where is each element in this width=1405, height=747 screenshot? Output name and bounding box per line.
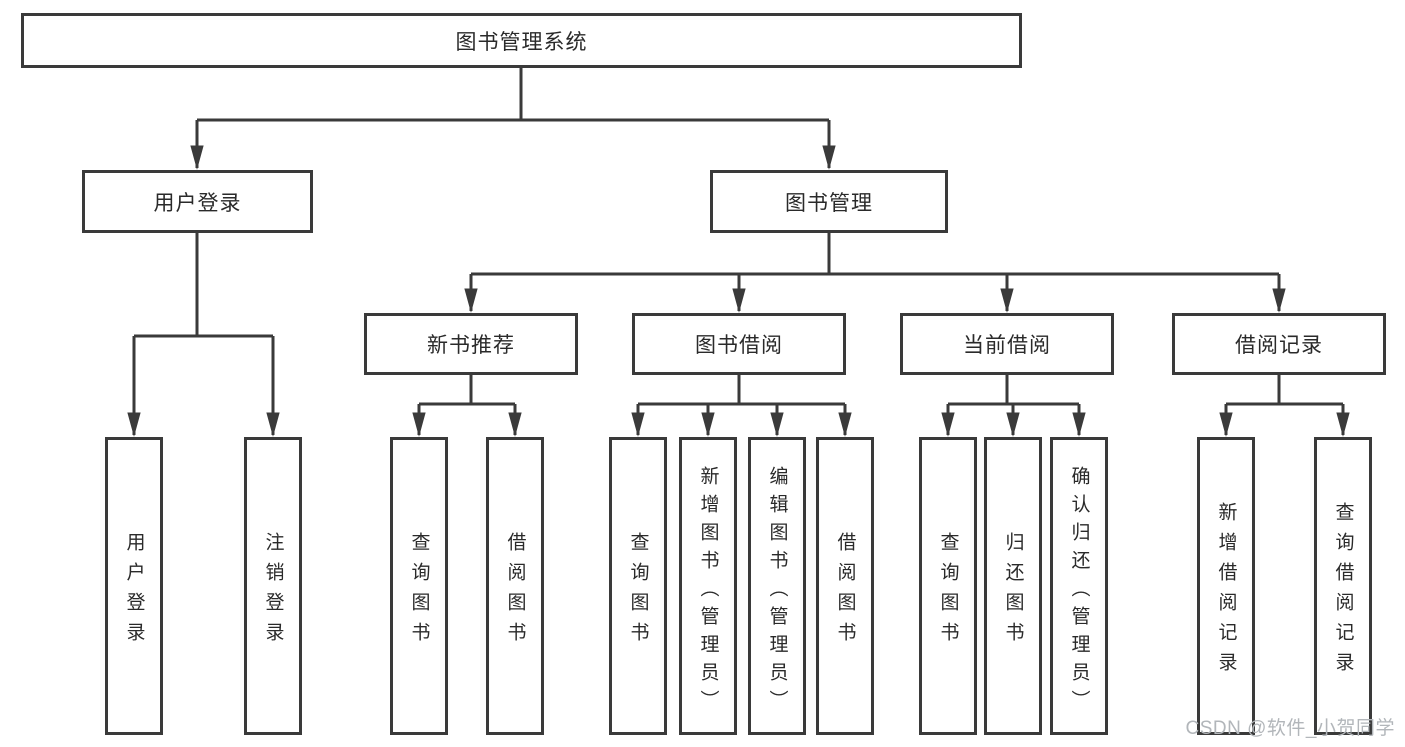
connector-borrow-records bbox=[1226, 375, 1343, 406]
leaf-label: 查询图书 bbox=[408, 531, 430, 652]
node-user-login: 用户登录 bbox=[82, 170, 313, 233]
leaf-label: 查询图书 bbox=[937, 531, 959, 652]
leaf-label: 编辑图书（管理员） bbox=[766, 465, 788, 718]
node-book-management: 图书管理 bbox=[710, 170, 948, 233]
connector-user-login bbox=[134, 233, 273, 338]
leaf-label: 新增图书（管理员） bbox=[697, 465, 719, 718]
node-book-borrowing: 图书借阅 bbox=[632, 313, 846, 375]
leaf-return-books: 归还图书 bbox=[984, 437, 1042, 735]
connector-book-mgmt bbox=[471, 233, 1279, 276]
leaf-label: 查询图书 bbox=[627, 531, 649, 652]
leaf-user-login: 用户登录 bbox=[105, 437, 163, 735]
connector-current-borrow bbox=[948, 375, 1079, 406]
node-label: 当前借阅 bbox=[963, 334, 1051, 357]
connector-root bbox=[197, 68, 829, 122]
leaf-label: 新增借阅记录 bbox=[1215, 501, 1237, 682]
leaf-label: 用户登录 bbox=[123, 531, 145, 652]
leaf-label: 注销登录 bbox=[262, 531, 284, 652]
leaf-borrow-books: 借阅图书 bbox=[486, 437, 544, 735]
csdn-watermark: CSDN @软件_小贺同学 bbox=[1185, 718, 1395, 739]
leaf-label: 借阅图书 bbox=[504, 531, 526, 652]
leaf-query-books: 查询图书 bbox=[390, 437, 448, 735]
node-new-book-recommendation: 新书推荐 bbox=[364, 313, 578, 375]
node-label: 借阅记录 bbox=[1235, 334, 1323, 357]
node-label: 新书推荐 bbox=[427, 334, 515, 357]
node-library-management-system: 图书管理系统 bbox=[21, 13, 1022, 68]
leaf-query-books: 查询图书 bbox=[609, 437, 667, 735]
node-current-borrowing: 当前借阅 bbox=[900, 313, 1114, 375]
node-label: 图书借阅 bbox=[695, 334, 783, 357]
node-label: 图书管理 bbox=[785, 191, 873, 215]
node-label: 图书管理系统 bbox=[455, 30, 588, 54]
leaf-label: 归还图书 bbox=[1002, 531, 1024, 652]
node-label: 用户登录 bbox=[153, 191, 242, 215]
leaf-edit-books-admin: 编辑图书（管理员） bbox=[748, 437, 806, 735]
leaf-query-books: 查询图书 bbox=[919, 437, 977, 735]
leaf-add-borrow-record: 新增借阅记录 bbox=[1197, 437, 1255, 735]
node-borrowing-records: 借阅记录 bbox=[1172, 313, 1386, 375]
leaf-label: 借阅图书 bbox=[834, 531, 856, 652]
leaf-borrow-books: 借阅图书 bbox=[816, 437, 874, 735]
leaf-confirm-return-admin: 确认归还（管理员） bbox=[1050, 437, 1108, 735]
leaf-add-books-admin: 新增图书（管理员） bbox=[679, 437, 737, 735]
leaf-query-borrow-record: 查询借阅记录 bbox=[1314, 437, 1372, 735]
connector-book-borrow bbox=[638, 375, 845, 406]
leaf-label: 确认归还（管理员） bbox=[1068, 465, 1090, 718]
connector-new-book-rec bbox=[419, 375, 515, 406]
leaf-label: 查询借阅记录 bbox=[1332, 501, 1354, 682]
leaf-logout: 注销登录 bbox=[244, 437, 302, 735]
